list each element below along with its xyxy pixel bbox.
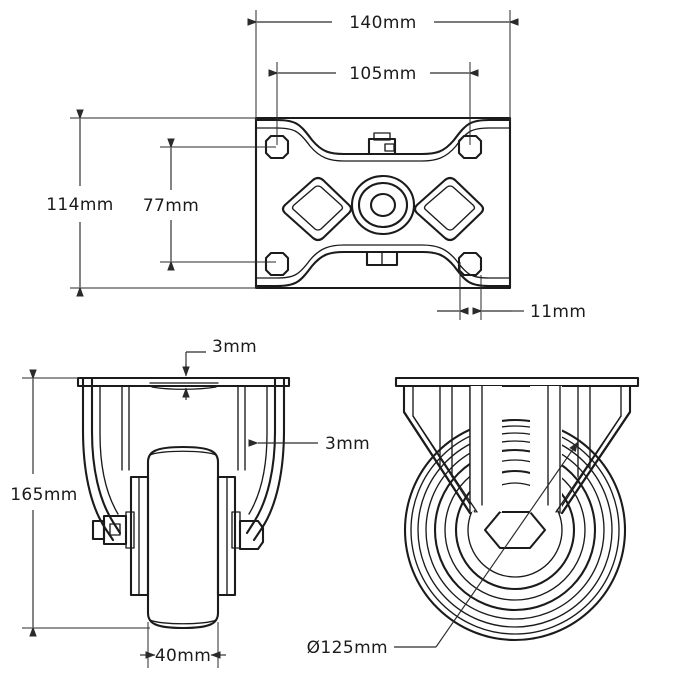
dimension-11mm: 11mm — [437, 262, 586, 322]
bracket-front-mask-right — [530, 386, 562, 513]
dim-label-11mm: 11mm — [530, 302, 586, 322]
side-bracket-front-edges — [402, 385, 632, 515]
dim-label-77mm: 77mm — [143, 196, 199, 216]
axle-nut-left-face — [109, 523, 121, 536]
wheel-ring-3 — [417, 432, 613, 628]
front-axle-bolt-right — [231, 511, 265, 551]
axle-washer-left — [91, 519, 106, 541]
wheel-ring-8 — [467, 482, 563, 578]
axle-pin-upper — [384, 143, 395, 152]
dimension-125mm: Ø125mm — [307, 441, 579, 658]
wheel-ring-6 — [444, 459, 586, 601]
bolt-hole-top-right — [457, 134, 483, 160]
side-wheel-rings — [403, 418, 627, 642]
dim-label-125mm: Ø125mm — [307, 638, 388, 658]
axle-nut-right — [238, 519, 265, 551]
wheel-ring-4 — [425, 440, 605, 620]
leader-125-diagonal — [435, 441, 579, 648]
central-hub — [350, 174, 416, 236]
top-axle-detail-upper — [367, 132, 397, 156]
wheel-ring-5 — [433, 448, 597, 612]
dim-label-114mm: 114mm — [46, 195, 114, 215]
front-view-group — [76, 376, 291, 630]
bolt-hole-top-left — [264, 134, 290, 160]
wheel-hub-ring — [454, 469, 576, 591]
dimension-77mm: 77mm — [143, 138, 276, 271]
top-plate-outline — [254, 116, 512, 290]
front-axle-bolt-left — [91, 511, 135, 549]
hub-inner-bore — [369, 192, 397, 218]
dim-label-165mm: 165mm — [10, 485, 78, 505]
dimension-3mm-plate: 3mm — [182, 337, 257, 400]
dim-label-140mm: 140mm — [349, 13, 417, 33]
dim-label-40mm: 40mm — [155, 646, 211, 666]
axle-shoulder-left — [125, 511, 135, 549]
front-hub-flange-left — [129, 475, 150, 597]
side-view-group — [394, 376, 640, 642]
dimension-114mm: 114mm — [46, 109, 258, 297]
bolt-hole-bottom-right — [457, 251, 483, 277]
top-view-group — [254, 116, 512, 290]
dimension-3mm-bracket: 3mm — [248, 434, 370, 454]
front-bracket-ribs — [121, 385, 246, 471]
front-wheel-body — [146, 445, 220, 630]
hub-outer-ring — [350, 174, 416, 236]
wheel-ring-2 — [410, 425, 620, 635]
dimension-105mm: 105mm — [268, 62, 479, 145]
dim-label-3mm-bracket: 3mm — [325, 434, 370, 454]
top-axle-detail-lower — [365, 250, 399, 267]
bracket-front-mask-left — [470, 386, 502, 513]
front-bracket-leg-right — [245, 376, 286, 542]
side-mounting-plate — [394, 376, 640, 388]
axle-shoulder-right — [231, 511, 241, 549]
dim-label-3mm-plate: 3mm — [212, 337, 257, 357]
wheel-outer-tread — [403, 418, 627, 642]
dimension-140mm: 140mm — [247, 10, 519, 122]
diamond-emboss-right — [413, 176, 485, 242]
diamond-emboss-left — [281, 176, 353, 242]
front-mounting-plate — [76, 376, 291, 388]
front-hub-flange-right — [216, 475, 237, 597]
dimension-165mm: 165mm — [10, 369, 150, 637]
hub-middle-ring — [357, 181, 409, 229]
dim-label-105mm: 105mm — [349, 64, 417, 84]
axle-cap-upper — [373, 132, 391, 141]
axle-block-upper — [367, 137, 397, 156]
dimension-40mm: 40mm — [140, 622, 226, 668]
